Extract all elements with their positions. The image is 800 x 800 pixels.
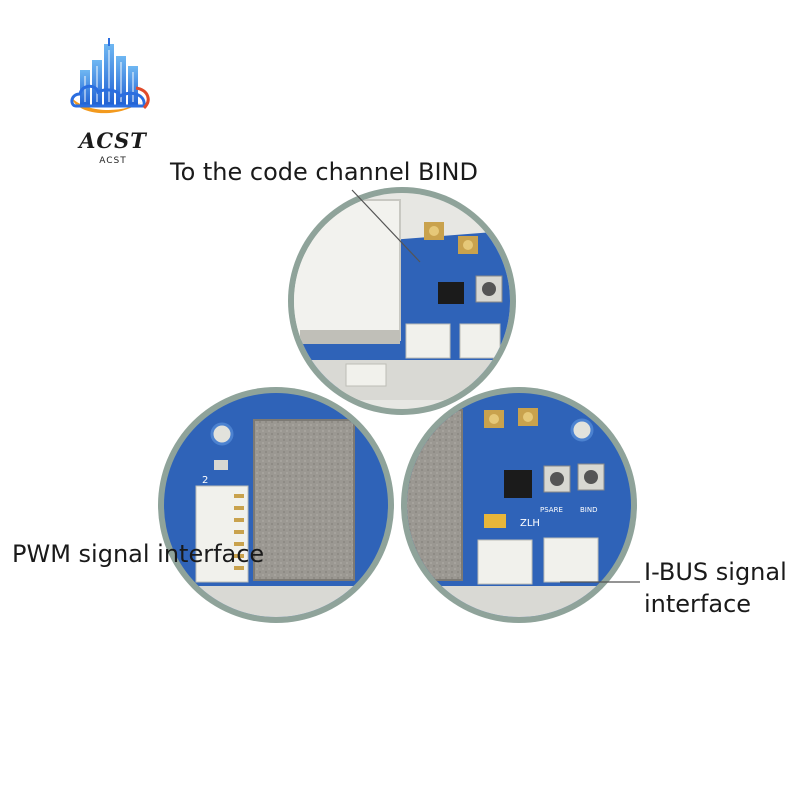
silk-bind-label: BIND (580, 506, 598, 514)
logo-wordmark: ACST (79, 128, 147, 153)
silk-psare-label: PSARE (540, 506, 563, 514)
right-closeup-ibus: ZLH PSARE BIND (401, 387, 637, 623)
bind-leader-line (351, 189, 421, 263)
pin-number-label: 2 (202, 475, 208, 486)
silk-zlh-label: ZLH (520, 518, 540, 529)
callout-bind: To the code channel BIND (170, 158, 478, 186)
top-closeup-bind (288, 187, 516, 415)
brand-logo: ACST ACST (66, 36, 158, 176)
callout-ibus-interface: I-BUS signal interface (644, 556, 794, 620)
left-closeup-pwm: 2 (158, 387, 394, 623)
callout-pwm-interface: PWM signal interface (12, 540, 265, 568)
callout-ibus-line2: interface (644, 590, 752, 618)
city-cloud-logo-icon (70, 38, 150, 114)
logo-subtitle: ACST (99, 156, 127, 166)
callout-ibus-line1: I-BUS signal (644, 558, 787, 586)
